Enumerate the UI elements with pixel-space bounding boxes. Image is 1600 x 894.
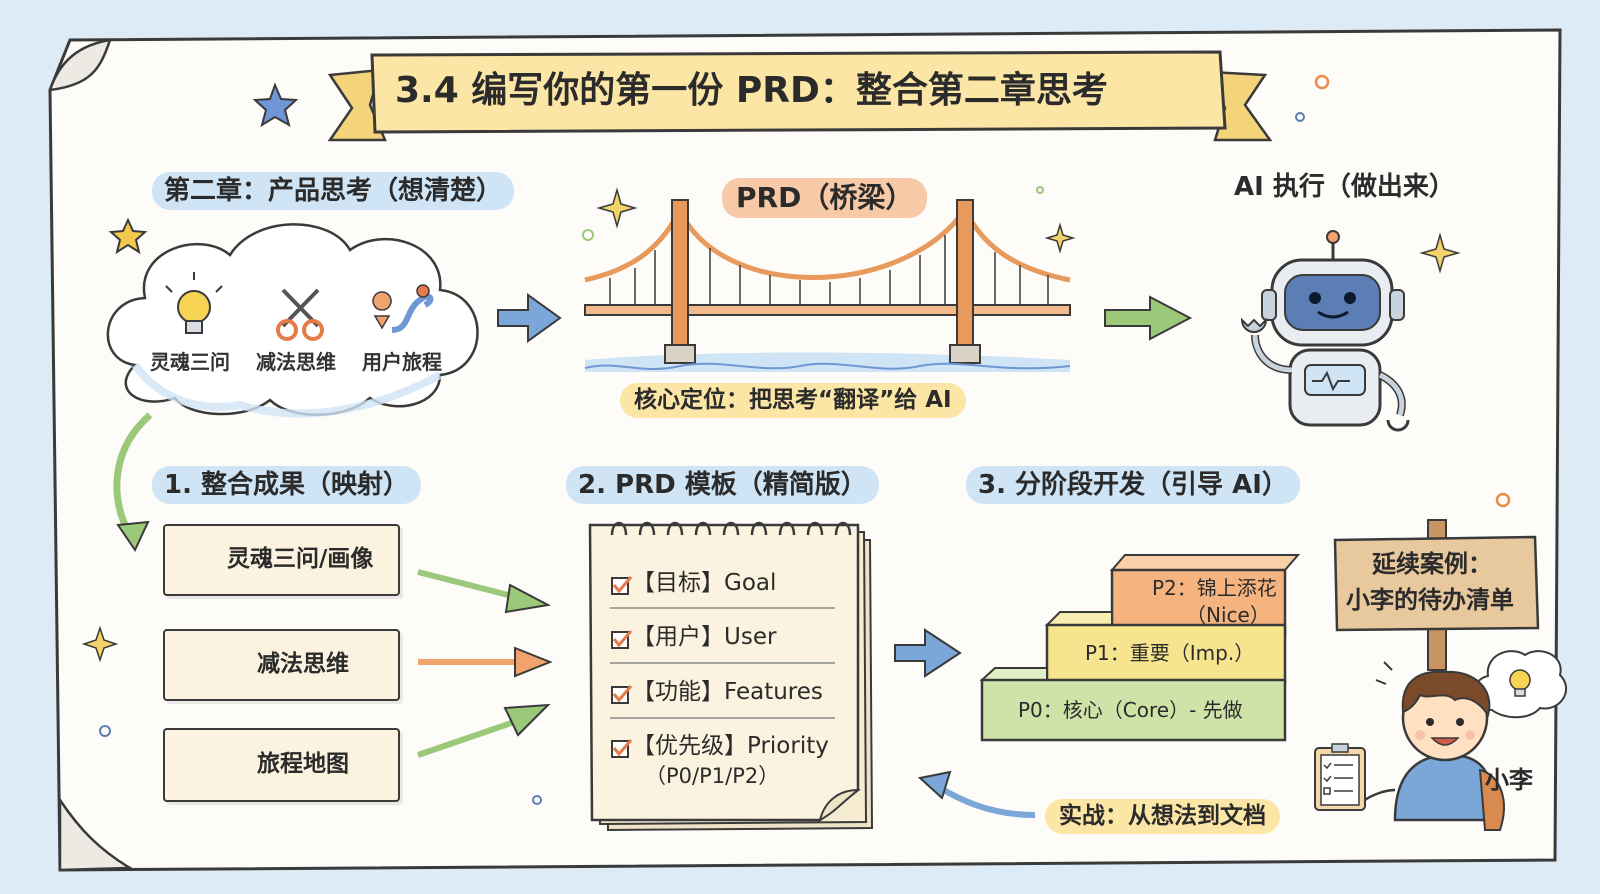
arrow-right-blue-2 bbox=[894, 628, 962, 678]
priority-staircase bbox=[979, 554, 1301, 742]
clipboard-icon bbox=[1314, 743, 1366, 811]
dot bbox=[99, 725, 111, 737]
character-xiaoli bbox=[1314, 661, 1505, 831]
step-p0 bbox=[980, 678, 1287, 742]
step-p2-label: P2：锦上添花 bbox=[1152, 576, 1277, 600]
practice-label: 实战：从想法到文档 bbox=[1045, 799, 1280, 834]
chapter-label: 第二章：产品思考（想清楚） bbox=[152, 172, 515, 210]
signpost bbox=[1333, 519, 1540, 671]
mapping-card: 减法思维 bbox=[163, 629, 400, 701]
cloud-item-label: 用户旅程 bbox=[362, 350, 442, 374]
dot bbox=[582, 229, 594, 241]
sparkle-icon bbox=[81, 625, 119, 663]
cloud-item-label: 减法思维 bbox=[256, 350, 336, 374]
bridge-caption: 核心定位：把思考“翻译”给 AI bbox=[620, 383, 966, 418]
checkmark-icon bbox=[612, 576, 633, 757]
section-template-label: 2. PRD 模板（精简版） bbox=[566, 466, 879, 504]
mapping-card-label: 灵魂三问/画像 bbox=[227, 546, 374, 572]
scissors-icon bbox=[276, 288, 324, 341]
star-icon bbox=[252, 82, 299, 128]
mapping-card-label: 减法思维 bbox=[257, 651, 349, 677]
robot-icon bbox=[1240, 230, 1410, 432]
step-p0-label: P0：核心（Core）- 先做 bbox=[1018, 698, 1243, 722]
sparkle-icon bbox=[596, 187, 638, 229]
arrow-to-notebook-green bbox=[417, 569, 521, 601]
section-phase-label: 3. 分阶段开发（引导 AI） bbox=[966, 466, 1300, 504]
lightbulb-icon bbox=[165, 272, 223, 334]
sparkle-icon bbox=[1419, 232, 1461, 274]
mapping-card: 旅程地图 bbox=[163, 728, 400, 802]
prd-notebook bbox=[588, 521, 874, 832]
arrow-to-notebook-green-2 bbox=[417, 717, 521, 758]
star-icon bbox=[108, 217, 148, 255]
arrow-right-blue bbox=[497, 293, 562, 343]
mapping-card: 灵魂三问/画像 bbox=[163, 524, 400, 596]
suspension-bridge bbox=[584, 199, 1071, 372]
curved-arrow-down bbox=[113, 412, 153, 537]
mapping-card-label: 旅程地图 bbox=[257, 751, 349, 777]
notebook-item-priority: 【优先级】Priority bbox=[632, 733, 829, 759]
paper-curl-bottom-left bbox=[58, 795, 135, 872]
title-banner bbox=[327, 50, 1273, 142]
cloud-item-label: 灵魂三问 bbox=[150, 350, 230, 374]
page-title: 3.4 编写你的第一份 PRD：整合第二章思考 bbox=[395, 70, 1108, 111]
arrow-right-green bbox=[1104, 295, 1193, 341]
paper-curl-top-left bbox=[48, 38, 112, 92]
notebook-item-features: 【功能】Features bbox=[632, 679, 823, 705]
notebook-item-user: 【用户】User bbox=[632, 624, 777, 650]
dot bbox=[1036, 186, 1044, 194]
step-p2-sublabel: （Nice） bbox=[1186, 603, 1270, 627]
character-name: 小李 bbox=[1485, 766, 1533, 794]
ai-execute-label: AI 执行（做出来） bbox=[1234, 172, 1455, 202]
dot bbox=[1495, 492, 1511, 508]
step-p1-label: P1：重要（Imp.） bbox=[1085, 641, 1255, 665]
thought-cloud bbox=[106, 223, 479, 416]
dot bbox=[1295, 112, 1305, 122]
step-p1 bbox=[1045, 623, 1287, 683]
sparkle-icon bbox=[1044, 222, 1076, 254]
route-map-icon bbox=[372, 284, 434, 333]
notebook-item-goal: 【目标】Goal bbox=[632, 570, 777, 596]
dot bbox=[1314, 74, 1330, 90]
sign-line2: 小李的待办清单 bbox=[1346, 586, 1514, 614]
checkbox-icon bbox=[611, 577, 629, 758]
sign-line1: 延续案例： bbox=[1372, 550, 1492, 578]
dot bbox=[532, 795, 542, 805]
section-integrate-label: 1. 整合成果（映射） bbox=[152, 466, 422, 504]
lightbulb-icon bbox=[1509, 669, 1531, 697]
prd-bridge-label: PRD（桥梁） bbox=[722, 178, 928, 218]
notebook-item-priority-sub: （P0/P1/P2） bbox=[645, 764, 780, 788]
